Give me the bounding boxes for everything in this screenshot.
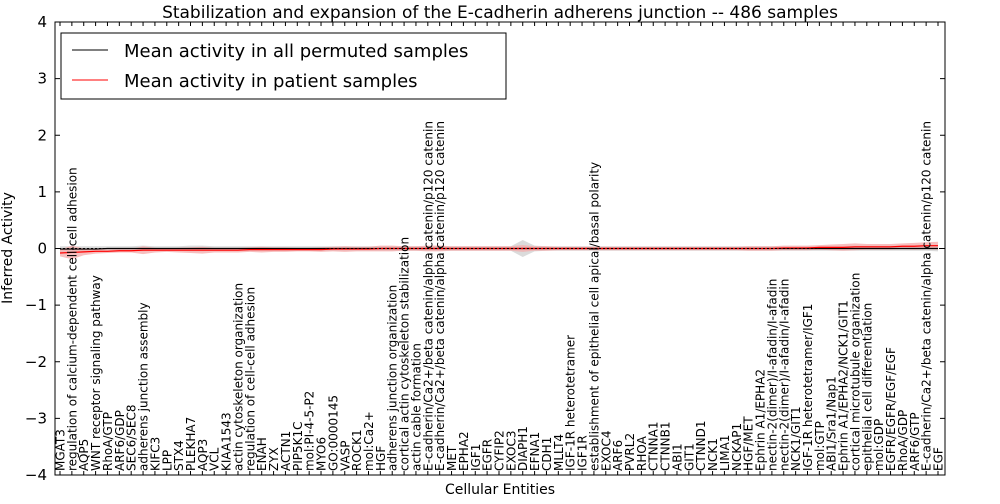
x-tick-label: actin cable formation — [409, 343, 423, 471]
x-tick-label: NCK1 — [706, 438, 720, 471]
x-tick-label: EPHA2 — [457, 431, 471, 471]
y-tick-label: −1 — [25, 296, 47, 314]
x-tick-label: adherens junction assembly — [137, 302, 151, 471]
x-tick-label: ZYX — [267, 447, 281, 471]
x-tick-label: CTNNB1 — [659, 421, 673, 471]
x-tick-label: nectin-2(dimer)/I-afadin/I-afadin — [777, 279, 791, 471]
x-tick-label: VCL — [208, 447, 222, 471]
x-tick-label: actin cytoskeleton organization — [231, 283, 245, 471]
x-tick-label: adherens junction organization — [386, 285, 400, 471]
chart-title: Stabilization and expansion of the E-cad… — [162, 3, 838, 23]
y-tick-label: 3 — [37, 70, 47, 88]
x-tick-label: EGF — [932, 447, 946, 471]
x-tick-label: STX4 — [172, 440, 186, 471]
x-tick-label: NCKAP1 — [730, 423, 744, 471]
confidence-band-1 — [60, 241, 938, 260]
x-tick-label: CTNND1 — [694, 420, 708, 471]
x-tick-label: LIMA1 — [718, 435, 732, 471]
x-tick-label: Ephrin A1/EPHA2/NCK1/GIT1 — [837, 300, 851, 471]
x-tick-label: EGFR — [481, 439, 495, 471]
x-tick-label: regulation of cell-cell adhesion — [243, 287, 257, 471]
x-tick-label: RhoA/GDP — [896, 410, 910, 471]
x-tick-label: ACTN1 — [279, 431, 293, 471]
x-tick-label: HGF — [374, 446, 388, 471]
x-tick-label: IGF-1R heterotetramer/IGF1 — [801, 304, 815, 471]
x-axis-title: Cellular Entities — [445, 482, 555, 498]
x-tick-label: MET — [445, 445, 459, 471]
x-tick-label: ABI1/Sra1/Nap1 — [825, 376, 839, 471]
x-tick-label: EXOC3 — [504, 430, 518, 471]
legend-label-patient: Mean activity in patient samples — [124, 71, 418, 92]
x-tick-label: WNT receptor signaling pathway — [89, 275, 103, 471]
x-tick-label: establishment of epithelial cell apical/… — [587, 162, 601, 471]
x-tick-label: KIAA1543 — [220, 412, 234, 471]
y-axis: −4 −3 −2 −1 0 1 2 3 4 — [25, 13, 945, 484]
x-tick-label: Ephrin A1/EPHA2 — [754, 369, 768, 471]
x-tick-label: PVRL2 — [623, 433, 637, 471]
x-tick-label: CDH1 — [540, 437, 554, 471]
x-tick-label: DIAPH1 — [516, 426, 530, 471]
legend-label-permuted: Mean activity in all permuted samples — [124, 41, 468, 62]
x-tick-label: EXOC4 — [599, 430, 613, 471]
x-tick-label: EGFR/EGFR/EGF/EGF — [884, 347, 898, 471]
x-tick-label: E-cadherin/Ca2+/beta catenin/alpha caten… — [433, 121, 447, 471]
x-tick-label: ARF6/GDP — [113, 410, 127, 471]
x-tick-label: GO:0000145 — [326, 395, 340, 471]
x-tick-label: E-cadherin/Ca2+/beta catenin/alpha caten… — [421, 121, 435, 471]
x-tick-label: regulation of calcium-dependent cell-cel… — [65, 167, 79, 471]
x-tick-label: PIP5K1C — [291, 421, 305, 471]
x-tick-label: AQP5 — [77, 439, 91, 471]
x-tick-label: HGF/MET — [742, 416, 756, 471]
x-tick-label: CTNNA1 — [647, 421, 661, 471]
y-tick-label: 1 — [37, 183, 47, 201]
x-tick-label: PLEKHA7 — [184, 417, 198, 471]
x-tick-label: cortical actin cytoskeleton stabilizatio… — [398, 237, 412, 471]
y-tick-label: 4 — [37, 13, 47, 31]
y-tick-label: 2 — [37, 126, 47, 144]
x-tick-label: MLLT4 — [552, 434, 566, 471]
x-tick-label: GIT1 — [682, 443, 696, 471]
x-tick-label: IGF-1R heterotetramer — [564, 335, 578, 471]
x-tick-label: NCK1/GIT1 — [789, 406, 803, 471]
x-tick-label: IGF1 — [469, 444, 483, 471]
x-tick-label: ENAH — [255, 437, 269, 471]
x-tick-label: ARF6 — [611, 440, 625, 471]
x-tick-label: EFNA1 — [528, 432, 542, 471]
plot-frame — [54, 21, 946, 476]
x-tick-label: mol:PI-4-5-P2 — [303, 391, 317, 471]
y-tick-label: −2 — [25, 353, 47, 371]
x-tick-label: MGAT3 — [54, 429, 68, 471]
x-tick-label: ARF6/GTP — [908, 412, 922, 471]
x-tick-label: KIFC3 — [148, 437, 162, 471]
y-tick-label: −4 — [25, 466, 47, 484]
y-tick-label: −3 — [25, 409, 47, 427]
x-tick-label: cortical microtubule organization — [848, 273, 862, 471]
x-tick-label: RhoA/GTP — [101, 412, 115, 471]
x-tick-label: MYO6 — [315, 437, 329, 471]
x-tick-label: mol:Ca2+ — [362, 411, 376, 471]
x-tick-label: E-cadherin/Ca2+/beta catenin/alpha caten… — [920, 121, 934, 471]
x-tick-label: VASP — [338, 440, 352, 471]
x-tick-label: nectin-2(dimer)/I-afadin/I-afadin — [765, 279, 779, 471]
legend: Mean activity in all permuted samples Me… — [60, 32, 507, 100]
y-axis-title: Inferred Activity — [0, 192, 16, 304]
x-tick-label: CYFIP2 — [493, 430, 507, 471]
x-tick-label: IGF1R — [576, 435, 590, 471]
x-tick-label: RHOA — [635, 435, 649, 471]
x-tick-label: mol:GDP — [872, 419, 886, 471]
legend-frame — [60, 32, 507, 100]
x-tick-label: ABI1 — [670, 443, 684, 471]
x-tick-label: mol:GTP — [813, 421, 827, 471]
x-tick-label: AQP3 — [196, 439, 210, 471]
x-tick-label: epithelial cell differentiation — [860, 303, 874, 471]
x-tick-label: SEC6/SEC8 — [125, 405, 139, 471]
x-tick-label: ROCK1 — [350, 429, 364, 471]
y-tick-label: 0 — [37, 240, 47, 258]
x-tick-label: LPP — [160, 450, 174, 471]
